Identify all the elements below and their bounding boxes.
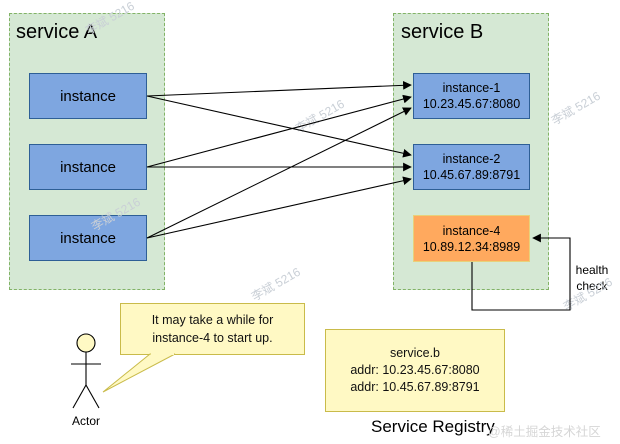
callout-line-1: It may take a while for bbox=[151, 313, 274, 327]
instance-4-name: instance-4 bbox=[442, 223, 501, 238]
instance-2-name: instance-2 bbox=[442, 152, 501, 166]
footer-watermark: @稀土掘金技术社区 bbox=[488, 425, 601, 439]
call-arrow-a3-b1 bbox=[146, 107, 412, 239]
service-registry-caption: Service Registry bbox=[371, 417, 495, 436]
health-check-line-2: check bbox=[576, 279, 608, 293]
service-a-instance-2: instance bbox=[29, 144, 147, 190]
service-a-title: service A bbox=[16, 21, 98, 43]
service-b-instance-2: instance-2 10.45.67.89:8791 bbox=[413, 144, 530, 190]
call-arrow-a2-b1 bbox=[146, 94, 412, 168]
call-arrow-a1-b1 bbox=[146, 80, 412, 97]
service-b-instance-1: instance-1 10.23.45.67:8080 bbox=[413, 73, 530, 119]
call-arrow-a3-b2 bbox=[146, 176, 412, 239]
service-b-title: service B bbox=[401, 21, 484, 43]
instance-2-address: 10.45.67.89:8791 bbox=[422, 168, 521, 182]
callout-pointer bbox=[102, 353, 176, 393]
service-a-instance-2-label: instance bbox=[60, 158, 116, 176]
health-check-line-1: health bbox=[575, 263, 609, 277]
startup-delay-callout: It may take a while for instance-4 to st… bbox=[120, 303, 305, 355]
registry-addr-1: addr: 10.23.45.67:8080 bbox=[350, 363, 480, 377]
registry-addr-2: addr: 10.45.67.89:8791 bbox=[350, 380, 480, 394]
registry-service-name: service.b bbox=[389, 346, 441, 360]
instance-1-address: 10.23.45.67:8080 bbox=[422, 97, 521, 111]
instance-1-name: instance-1 bbox=[442, 81, 501, 95]
service-a-instance-1-label: instance bbox=[60, 87, 116, 105]
service-a-instance-3: instance bbox=[29, 215, 147, 261]
service-a-instance-3-label: instance bbox=[60, 229, 116, 247]
service-a-instance-1: instance bbox=[29, 73, 147, 119]
instance-4-address: 10.89.12.34:8989 bbox=[422, 239, 521, 254]
callout-line-2: instance-4 to start up. bbox=[152, 331, 273, 345]
call-arrow-a1-b2 bbox=[146, 95, 412, 158]
health-check-label: health check bbox=[566, 262, 618, 294]
health-check-arrow bbox=[471, 233, 571, 311]
actor-head bbox=[76, 333, 96, 353]
actor-label: Actor bbox=[71, 414, 100, 428]
service-registry-box: service.b addr: 10.23.45.67:8080 addr: 1… bbox=[325, 329, 505, 412]
service-b-instance-4: instance-4 10.89.12.34:8989 bbox=[413, 215, 530, 262]
actor-figure bbox=[71, 333, 101, 409]
